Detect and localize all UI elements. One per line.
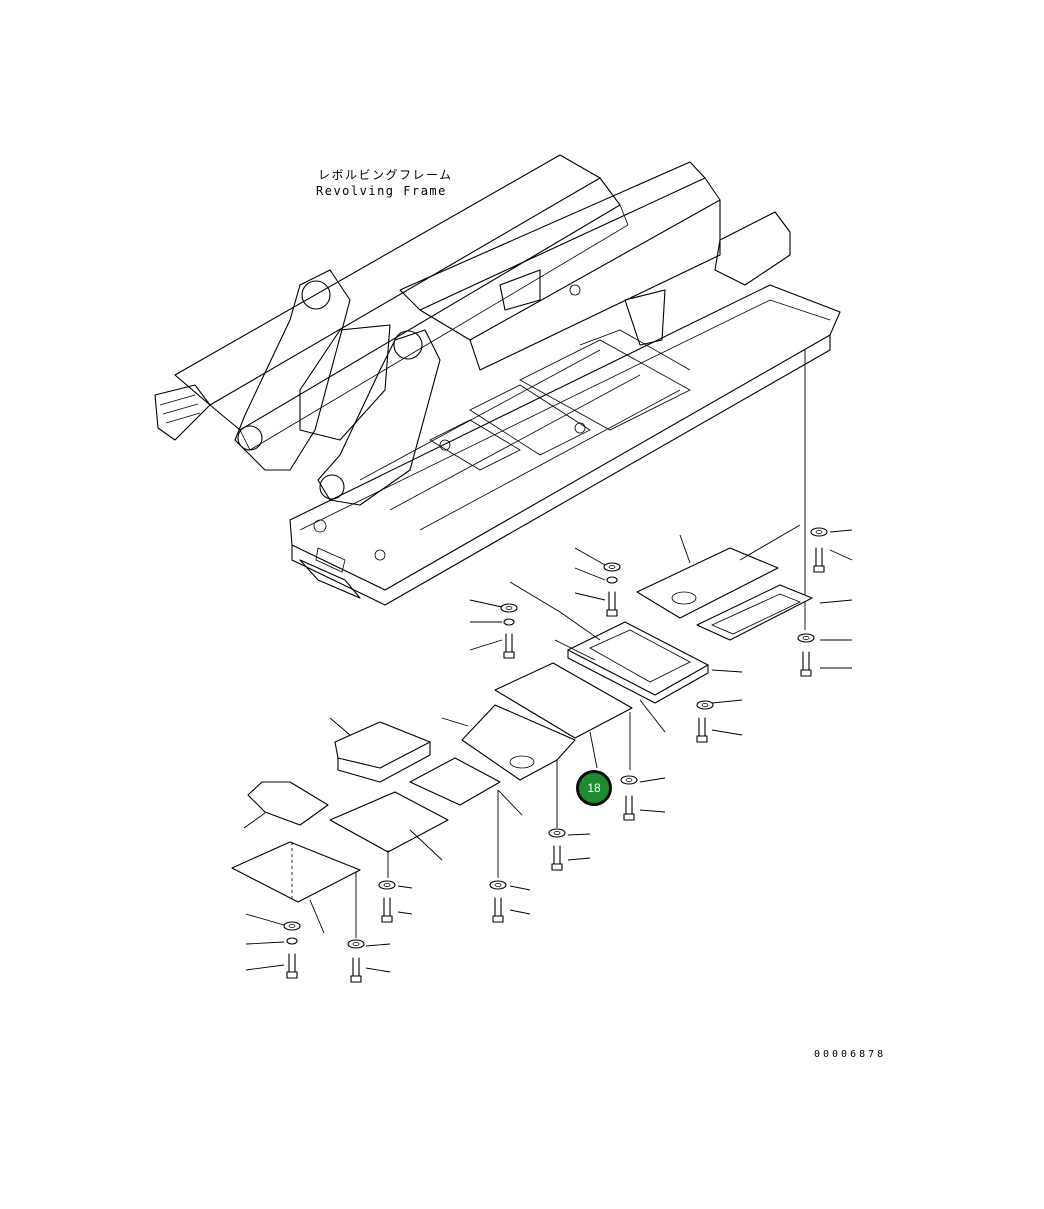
leader-lines bbox=[243, 524, 853, 973]
revolving-frame-icon bbox=[154, 154, 841, 606]
part-callout-18[interactable]: 18 bbox=[576, 770, 612, 806]
drawing-number: 00006878 bbox=[814, 1049, 887, 1060]
bolt-icon bbox=[286, 547, 825, 983]
cover-plate-icon bbox=[231, 547, 813, 903]
title-japanese: レボルビングフレーム bbox=[318, 168, 453, 182]
title-english: Revolving Frame bbox=[316, 184, 447, 198]
hardware-group bbox=[283, 527, 828, 983]
callout-number: 18 bbox=[587, 781, 601, 795]
washer-icon bbox=[283, 527, 828, 949]
